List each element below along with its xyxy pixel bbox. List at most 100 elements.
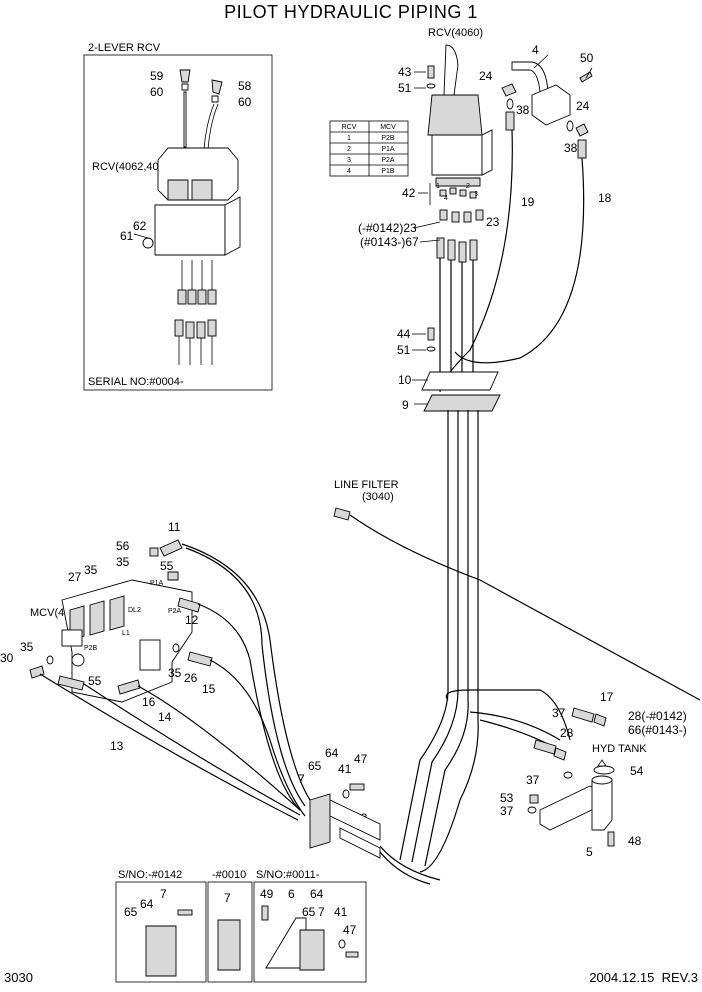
callout-51b: 51 xyxy=(397,343,411,357)
box2-callout: 7 xyxy=(224,891,231,905)
callout-15: 15 xyxy=(202,682,216,696)
main-hose-bundle xyxy=(399,410,479,873)
table-cell: 2 xyxy=(347,146,351,153)
callout-62: 62 xyxy=(133,219,147,233)
rcv-hoses xyxy=(439,129,585,393)
rcv-4060-body xyxy=(427,44,493,187)
box3-callout: 47 xyxy=(343,923,357,937)
callout-28: 28 xyxy=(560,726,574,740)
mcv-port-label: L1 xyxy=(122,630,130,637)
mcv-port-label: DL2 xyxy=(128,607,141,614)
callout-24b: 24 xyxy=(576,99,590,113)
rcv-port-label: 2 xyxy=(466,183,470,190)
rcv-mcv-table: RCV MCV 1 P2B 2 P1A 3 P2A 4 P1B xyxy=(329,120,409,177)
callout-27: 27 xyxy=(68,570,82,584)
box3-callout: 65 xyxy=(302,905,316,919)
mcv-port-label: P2A xyxy=(168,608,182,615)
callout-28b: 28(-#0142) xyxy=(628,709,687,723)
box1-callout: 64 xyxy=(140,897,154,911)
callout-5: 5 xyxy=(586,845,593,859)
inset-frame xyxy=(83,54,273,391)
bottom-detail-boxes: S/NO:-#0142 7 65 64 -#0010 7 S/NO:#0011-… xyxy=(115,869,367,983)
hyd-tank-label: HYD TANK xyxy=(592,743,647,755)
inset-heading: 2-LEVER RCV xyxy=(88,42,161,54)
callout-9: 9 xyxy=(402,398,409,412)
box3-callout: 6 xyxy=(288,887,295,901)
callout-14: 14 xyxy=(158,710,172,724)
box1-frame xyxy=(115,881,207,983)
callout-43: 43 xyxy=(398,65,412,79)
callout-47: 47 xyxy=(354,752,368,766)
box2-frame xyxy=(207,881,253,983)
mcv-port-label: P2B xyxy=(84,645,98,652)
callout-59: 59 xyxy=(150,69,164,83)
callout-61: 61 xyxy=(120,229,134,243)
callout-37a: 37 xyxy=(552,706,566,720)
inset-rcv-label: RCV(4062,4063) xyxy=(92,161,175,173)
callout-11: 11 xyxy=(168,520,181,534)
callout-16: 16 xyxy=(142,695,156,709)
table-cell: 1 xyxy=(347,135,351,142)
pedal-valve xyxy=(501,61,593,159)
callout-60b: 60 xyxy=(238,95,252,109)
inset-2-lever-rcv: 2-LEVER RCV RCV(4062,4063) SERIAL NO:#00… xyxy=(83,42,273,391)
callout-35a: 35 xyxy=(116,555,130,569)
box2-heading: -#0010 xyxy=(212,869,246,881)
callout-10: 10 xyxy=(398,373,412,387)
table-cell: P1A xyxy=(381,146,395,153)
box1-callout: 65 xyxy=(124,905,138,919)
callout-44: 44 xyxy=(397,327,411,341)
callout-65: 65 xyxy=(308,759,322,773)
callout-41: 41 xyxy=(338,762,352,776)
callout-55b: 55 xyxy=(88,674,102,688)
callout-35c: 35 xyxy=(20,640,34,654)
callout-30: 30 xyxy=(0,651,14,665)
callout-24a: 24 xyxy=(479,69,493,83)
callout-13: 13 xyxy=(110,739,124,753)
page-number: 3030 xyxy=(4,970,33,985)
date-revision: 2004.12.15 REV.3 xyxy=(589,970,698,985)
callout-23b: (-#0142)23 xyxy=(358,221,417,235)
callout-51a: 51 xyxy=(398,81,412,95)
box3-callout: 49 xyxy=(260,887,274,901)
callout-37c: 37 xyxy=(500,804,514,818)
callout-42: 42 xyxy=(402,186,416,200)
callout-35b: 35 xyxy=(84,563,98,577)
callout-38b: 38 xyxy=(564,141,578,155)
rcv-port-label: 4 xyxy=(444,195,448,202)
callout-60a: 60 xyxy=(150,85,164,99)
callout-67: (#0143-)67 xyxy=(360,235,419,249)
table-cell: 3 xyxy=(347,157,351,164)
callout-58: 58 xyxy=(238,79,252,93)
page-title: PILOT HYDRAULIC PIPING 1 xyxy=(224,2,478,22)
callout-55a: 55 xyxy=(160,559,174,573)
mcv-port-label: P1A xyxy=(150,580,164,587)
callout-38a: 38 xyxy=(516,103,530,117)
callout-18: 18 xyxy=(598,191,612,205)
box1-heading: S/NO:-#0142 xyxy=(118,869,182,881)
box3-callout: 64 xyxy=(310,887,324,901)
callout-50: 50 xyxy=(580,51,594,65)
callout-23a: 23 xyxy=(486,215,500,229)
box3-callout: 7 xyxy=(318,905,325,919)
line-filter-label: LINE FILTER xyxy=(334,479,399,491)
table-cell: P1B xyxy=(381,168,395,175)
box3-frame xyxy=(253,881,367,983)
inset-serial: SERIAL NO:#0004- xyxy=(88,376,184,388)
rcv-port-label: 1 xyxy=(436,183,440,190)
callout-7: 7 xyxy=(298,772,305,786)
callout-12: 12 xyxy=(185,613,199,627)
callout-26: 26 xyxy=(184,671,198,685)
callout-48: 48 xyxy=(628,834,642,848)
callout-19: 19 xyxy=(521,195,535,209)
line-filter-ref: (3040) xyxy=(362,491,394,503)
box3-heading: S/NO:#0011- xyxy=(256,869,320,881)
callout-17: 17 xyxy=(600,690,614,704)
callout-4: 4 xyxy=(532,43,539,57)
callout-37b: 37 xyxy=(526,773,540,787)
box3-callout: 41 xyxy=(334,905,348,919)
callout-53: 53 xyxy=(500,791,514,805)
table-header-mcv: MCV xyxy=(380,124,396,131)
box1-callout: 7 xyxy=(160,887,167,901)
callout-64: 64 xyxy=(325,746,339,760)
